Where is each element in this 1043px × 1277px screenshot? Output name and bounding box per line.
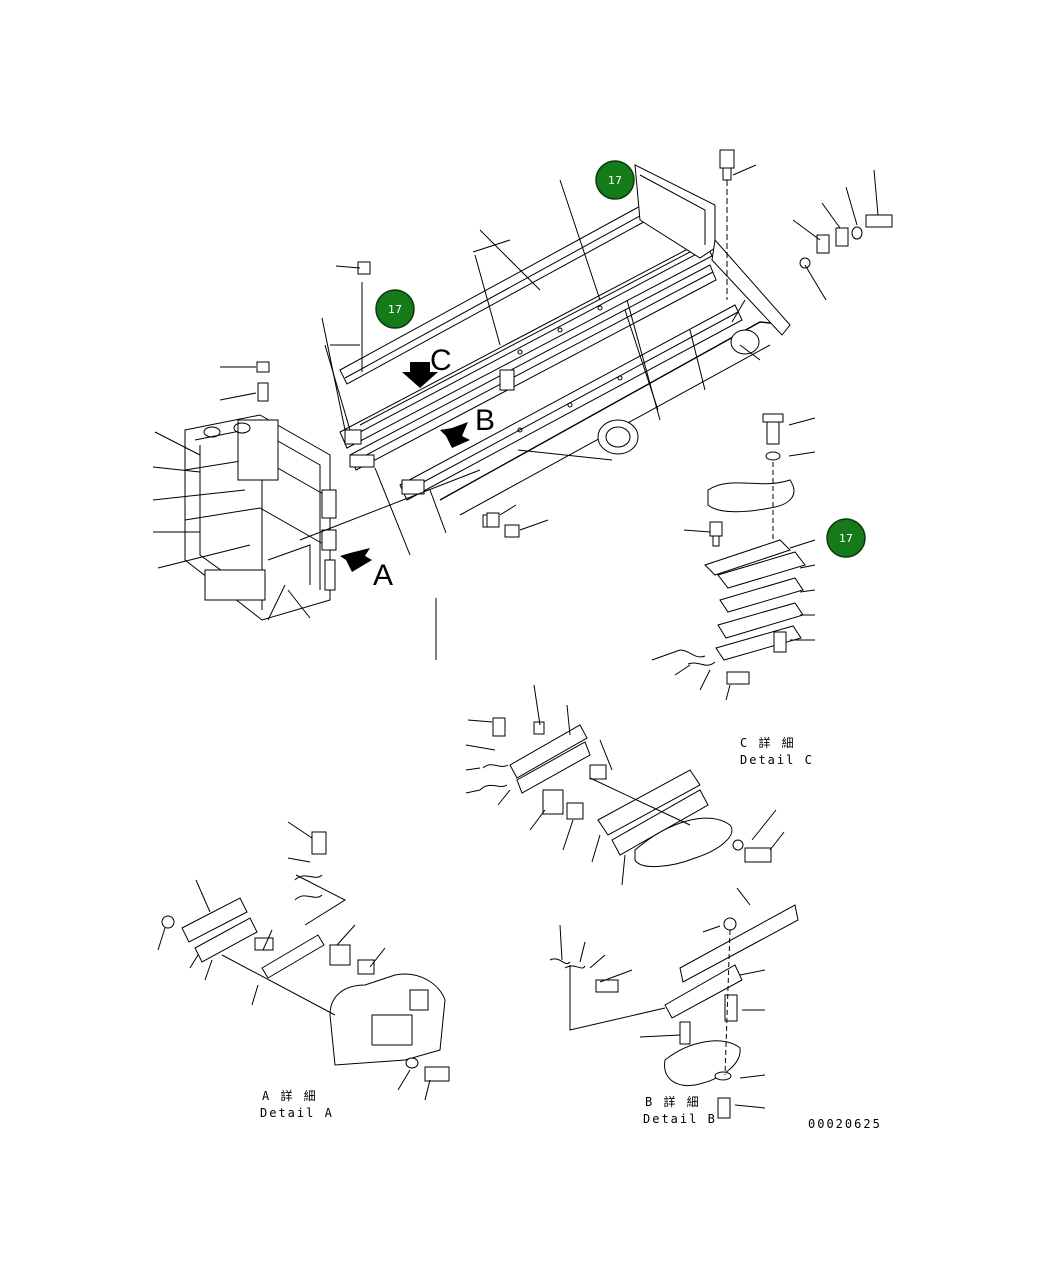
view-letter-a: A [373, 559, 393, 592]
callout-badge[interactable]: 17 [826, 518, 866, 558]
main-boom-assembly [339, 164, 791, 572]
middle-detail-assembly [465, 684, 785, 886]
detail-a-assembly [157, 821, 450, 1101]
detail-b-label-ja: B 詳 細 [645, 1094, 701, 1109]
small-parts-upper [256, 149, 893, 538]
view-letter-c: C [430, 344, 452, 377]
detail-b-assembly [549, 887, 799, 1119]
callout-badge-number: 17 [839, 532, 853, 545]
detail-c-label-ja: C 詳 細 [740, 735, 796, 750]
drawing-number: 00020625 [808, 1117, 882, 1131]
left-frame-structure [184, 414, 337, 621]
leader-lines-main [152, 164, 879, 660]
detail-c-label-en: Detail C [740, 753, 814, 767]
detail-b-label-en: Detail B [643, 1112, 717, 1126]
callout-badge[interactable]: 17 [375, 289, 415, 329]
callout-badge-number: 17 [388, 303, 402, 316]
detail-a-label-en: Detail A [260, 1106, 334, 1120]
callout-badge-number: 17 [608, 174, 622, 187]
detail-c-assembly [651, 413, 816, 701]
callout-badge[interactable]: 17 [595, 160, 635, 200]
view-letter-b: B [475, 404, 495, 437]
detail-a-label-ja: A 詳 細 [262, 1088, 318, 1103]
